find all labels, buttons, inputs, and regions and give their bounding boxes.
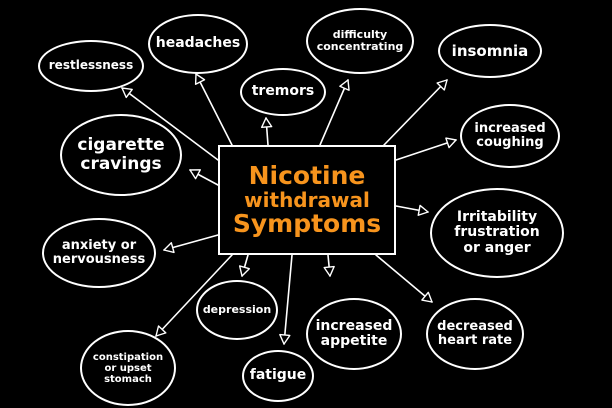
arrowhead-icon bbox=[260, 117, 273, 129]
arrow-shaft bbox=[283, 254, 293, 345]
arrow-shaft bbox=[195, 73, 233, 146]
arrow-shaft bbox=[155, 254, 233, 337]
arrow-to-increased-coughing bbox=[395, 137, 457, 161]
arrowhead-icon bbox=[279, 333, 291, 345]
arrowhead-icon bbox=[323, 265, 335, 277]
node-tremors: tremors bbox=[240, 68, 326, 116]
arrowhead-icon bbox=[436, 79, 448, 91]
node-headaches: headaches bbox=[148, 14, 248, 74]
node-increased-appetite: increased appetite bbox=[306, 298, 402, 370]
center-title-line-2: withdrawal bbox=[244, 187, 370, 212]
arrow-to-depression bbox=[238, 254, 250, 277]
center-title-line-3: Symptoms bbox=[232, 208, 382, 238]
arrow-to-decreased-heart-rate bbox=[375, 254, 433, 303]
arrowhead-icon bbox=[163, 242, 175, 254]
arrow-to-irritability bbox=[395, 204, 429, 216]
node-fatigue: fatigue bbox=[242, 350, 314, 402]
arrow-to-difficulty-concentrating bbox=[319, 79, 350, 146]
node-constipation: constipation or upset stomach bbox=[80, 330, 176, 406]
arrow-to-anxiety bbox=[163, 234, 219, 254]
arrow-to-increased-appetite bbox=[323, 254, 335, 277]
arrowhead-icon bbox=[238, 265, 250, 277]
node-cigarette-cravings: cigarette cravings bbox=[60, 114, 182, 196]
arrowhead-icon bbox=[155, 325, 167, 337]
node-depression: depression bbox=[196, 280, 278, 340]
arrow-to-constipation bbox=[155, 254, 233, 337]
node-decreased-heart-rate: decreased heart rate bbox=[426, 298, 524, 370]
arrowhead-icon bbox=[189, 169, 201, 180]
arrowhead-icon bbox=[339, 79, 350, 91]
arrow-shaft bbox=[395, 139, 457, 161]
arrow-to-headaches bbox=[194, 73, 233, 146]
arrowhead-icon bbox=[421, 291, 433, 303]
node-irritability: Irritability frustration or anger bbox=[430, 188, 564, 278]
arrow-shaft bbox=[319, 79, 349, 146]
node-restlessness: restlessness bbox=[38, 40, 144, 92]
arrow-shaft bbox=[383, 79, 448, 146]
arrowhead-icon bbox=[417, 204, 429, 216]
arrow-to-restlessness bbox=[121, 87, 219, 161]
arrowhead-icon bbox=[121, 87, 133, 99]
node-increased-coughing: increased coughing bbox=[460, 104, 560, 168]
center-title-line-1: Nicotine bbox=[248, 161, 366, 191]
center-topic-box: Nicotine withdrawal Symptoms bbox=[218, 145, 396, 255]
arrowhead-icon bbox=[445, 137, 457, 149]
node-insomnia: insomnia bbox=[438, 24, 542, 78]
node-anxiety: anxiety or nervousness bbox=[42, 218, 156, 288]
arrow-to-cigarette-cravings bbox=[189, 169, 219, 186]
arrow-to-fatigue bbox=[279, 254, 293, 345]
arrow-to-insomnia bbox=[383, 79, 448, 146]
arrow-shaft bbox=[121, 87, 219, 161]
arrow-shaft bbox=[375, 254, 433, 303]
node-difficulty-concentrating: difficulty concentrating bbox=[306, 8, 414, 74]
arrow-to-tremors bbox=[260, 117, 273, 146]
arrowhead-icon bbox=[194, 73, 206, 85]
